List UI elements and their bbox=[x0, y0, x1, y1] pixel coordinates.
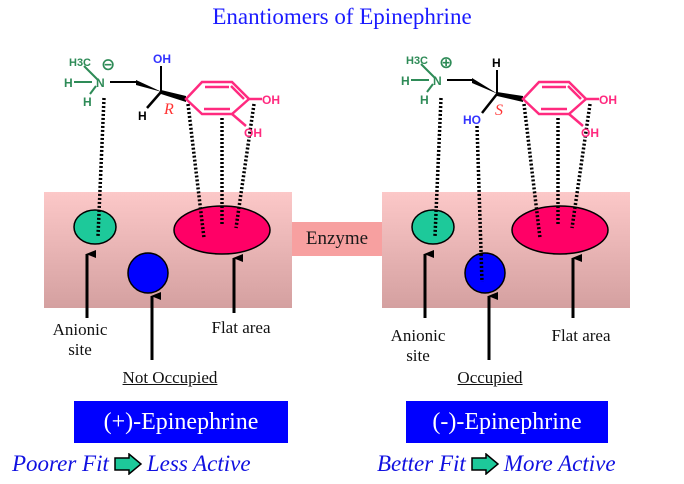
methyl-left: H3C bbox=[69, 57, 91, 69]
flat-area-label-left: Flat area bbox=[211, 318, 271, 337]
amine-h2-left: H bbox=[83, 95, 92, 109]
enantiomer-name-right: (-)-Epinephrine bbox=[406, 401, 608, 443]
pointer-arrows-left bbox=[85, 250, 243, 360]
chiral-h-left: H bbox=[138, 109, 147, 123]
right-arrow-icon bbox=[471, 453, 499, 475]
benzene-ring-right bbox=[521, 80, 599, 127]
anionic-site-left bbox=[73, 209, 117, 245]
ring-oh2-left: OH bbox=[244, 126, 262, 140]
enantiomer-name-left: (+)-Epinephrine bbox=[74, 401, 288, 443]
fit-text-right: Better Fit bbox=[377, 451, 466, 476]
amine-h1-right: H bbox=[401, 74, 410, 88]
occupancy-label-left: Not Occupied bbox=[122, 368, 218, 387]
chiral-oh-right: HO bbox=[463, 113, 481, 127]
pointer-arrows-right bbox=[423, 250, 582, 360]
anionic-line1-left: Anionic bbox=[52, 320, 108, 339]
anionic-line2-left: site bbox=[68, 340, 92, 359]
charge-left: ⊖ bbox=[101, 55, 115, 74]
enzyme-region-right bbox=[382, 192, 630, 308]
ring-oh1-left: OH bbox=[262, 93, 280, 107]
result-right: Better Fit More Active bbox=[377, 451, 616, 477]
anionic-site-label-right: Anionic site bbox=[382, 326, 454, 366]
hydroxyl-site-right bbox=[464, 252, 506, 294]
amine-h2-right: H bbox=[420, 93, 429, 107]
ring-oh2-right: OH bbox=[581, 126, 599, 140]
flat-area-right bbox=[511, 205, 609, 255]
hydroxyl-site-left bbox=[127, 252, 169, 294]
anionic-line1-right: Anionic bbox=[390, 326, 446, 345]
amine-bonds-right bbox=[411, 63, 436, 93]
anionic-site-label-left: Anionic site bbox=[44, 320, 116, 360]
activity-text-right: More Active bbox=[503, 451, 616, 476]
methyl-right: H3C bbox=[406, 55, 428, 67]
interaction-lines-right bbox=[433, 97, 592, 283]
molecule-right: H3C ⊕ H H N H HO S OH OH bbox=[401, 53, 617, 140]
chiral-oh-left: OH bbox=[153, 52, 171, 66]
diagram-title: Enantiomers of Epinephrine bbox=[212, 4, 472, 29]
interaction-lines-left bbox=[96, 97, 256, 239]
enzyme-label: Enzyme bbox=[292, 222, 382, 256]
benzene-ring-left bbox=[184, 80, 262, 127]
flat-area-label-right: Flat area bbox=[551, 326, 611, 345]
flat-area-left bbox=[173, 205, 271, 255]
activity-text-left: Less Active bbox=[146, 451, 251, 476]
amine-bonds-left bbox=[74, 65, 99, 95]
anionic-site-right bbox=[411, 209, 455, 245]
chiral-h-right: H bbox=[492, 56, 501, 70]
amine-h1-left: H bbox=[64, 76, 73, 90]
charge-right: ⊕ bbox=[439, 53, 453, 72]
fit-text-left: Poorer Fit bbox=[12, 451, 109, 476]
stereo-label-right: S bbox=[495, 102, 503, 119]
right-arrow-icon bbox=[114, 453, 142, 475]
ring-oh1-right: OH bbox=[599, 93, 617, 107]
occupancy-label-right: Occupied bbox=[457, 368, 523, 387]
result-left: Poorer Fit Less Active bbox=[12, 451, 251, 477]
anionic-line2-right: site bbox=[406, 346, 430, 365]
stereo-label-left: R bbox=[163, 101, 174, 118]
nitrogen-left: N bbox=[96, 76, 105, 90]
nitrogen-right: N bbox=[433, 74, 442, 88]
molecule-left: H3C ⊖ H H N OH H R OH OH bbox=[64, 52, 280, 140]
enzyme-region-left bbox=[44, 192, 292, 308]
